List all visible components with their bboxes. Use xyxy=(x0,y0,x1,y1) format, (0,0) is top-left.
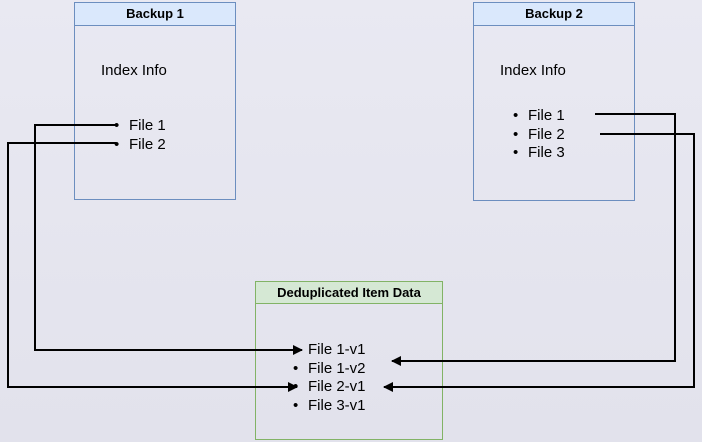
backup2-file-list: File 1 File 2 File 3 xyxy=(513,107,565,163)
backup1-box: Backup 1 Index Info File 1 File 2 xyxy=(74,2,236,200)
dedup-title: Deduplicated Item Data xyxy=(256,282,442,304)
backup2-file1-item: File 1 xyxy=(513,107,565,126)
backup1-file-list: File 1 File 2 xyxy=(114,117,166,154)
backup2-file2-item: File 2 xyxy=(513,126,565,145)
dedup-file-list: File 1-v1 File 1-v2 File 2-v1 File 3-v1 xyxy=(293,341,366,415)
backup1-index-info-label: Index Info xyxy=(101,62,167,79)
backup1-file1-item: File 1 xyxy=(114,117,166,136)
dedup-file1v2-item: File 1-v2 xyxy=(293,360,366,379)
dedup-file1v1-item: File 1-v1 xyxy=(293,341,366,360)
dedup-file2v1-item: File 2-v1 xyxy=(293,378,366,397)
backup2-title: Backup 2 xyxy=(474,3,634,26)
backup2-file3-item: File 3 xyxy=(513,144,565,163)
backup1-title: Backup 1 xyxy=(75,3,235,26)
backup2-index-info-label: Index Info xyxy=(500,62,566,79)
backup2-box: Backup 2 Index Info File 1 File 2 File 3 xyxy=(473,2,635,201)
dedup-file3v1-item: File 3-v1 xyxy=(293,397,366,416)
backup1-file2-item: File 2 xyxy=(114,136,166,155)
dedup-box: Deduplicated Item Data File 1-v1 File 1-… xyxy=(255,281,443,440)
